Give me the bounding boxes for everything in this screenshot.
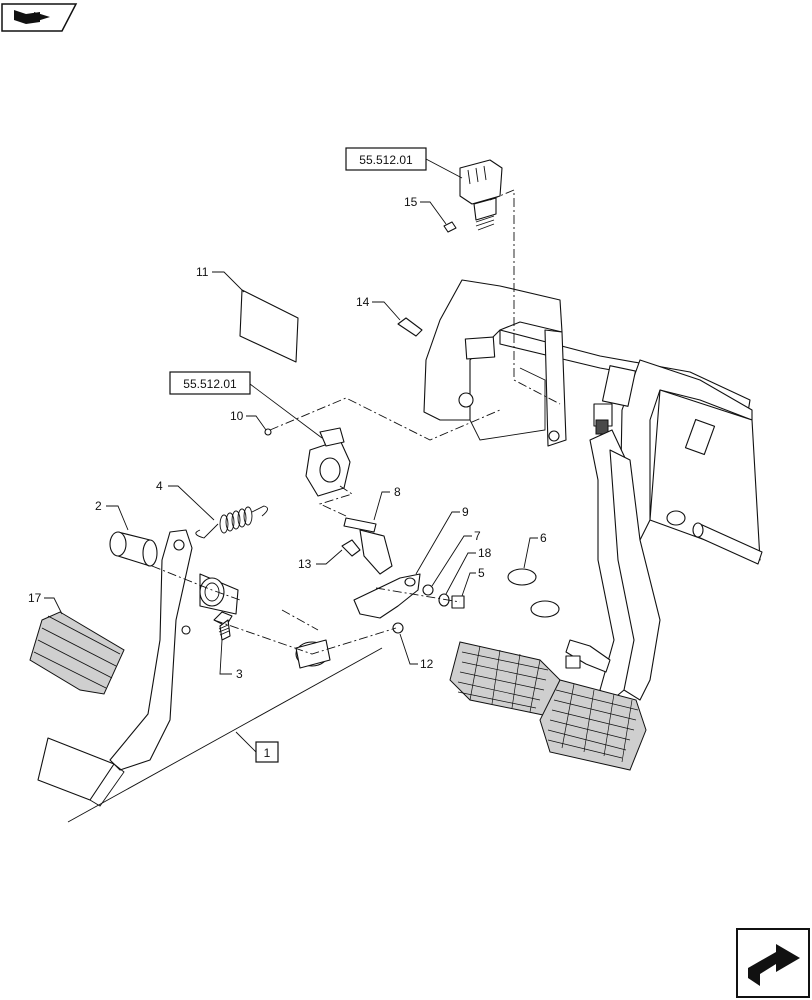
svg-text:13: 13 [298, 557, 312, 571]
callout-8: 8 [373, 485, 401, 521]
link-part-9a [359, 529, 393, 575]
callout-18: 18 [445, 546, 492, 595]
assembly-bracket-line [67, 647, 383, 823]
frame-assembly [423, 279, 763, 701]
pedal-sensor-top [443, 159, 503, 233]
svg-text:3: 3 [236, 667, 243, 681]
clutch-pedal [37, 529, 239, 807]
pin-part-8 [343, 517, 377, 533]
assembly-leader [235, 731, 257, 753]
callout-12: 12 [399, 633, 434, 671]
svg-text:8: 8 [394, 485, 401, 499]
ref-text-top: 55.512.01 [359, 153, 413, 167]
plug-part-6-a [507, 568, 537, 586]
clip-part-12 [392, 622, 404, 634]
bushing-part-2 [109, 531, 158, 567]
callout-9: 9 [415, 505, 469, 575]
book-arrow-icon[interactable] [1, 3, 78, 32]
pedal-pad-part-17 [29, 611, 125, 695]
svg-text:14: 14 [356, 295, 370, 309]
bolt-part-3 [213, 611, 233, 641]
callout-15: 15 [404, 195, 447, 225]
svg-text:10: 10 [230, 409, 244, 423]
plate-part-11 [239, 289, 299, 363]
callout-14: 14 [356, 295, 401, 321]
screw-part-13 [341, 539, 361, 557]
ref-text-middle: 55.512.01 [183, 377, 237, 391]
svg-text:5: 5 [478, 566, 485, 580]
callout-7: 7 [431, 529, 481, 587]
svg-text:9: 9 [462, 505, 469, 519]
callout-17: 17 [28, 591, 63, 615]
ref-box-assembly[interactable]: 1 [255, 741, 279, 763]
ref-text-assembly: 1 [264, 746, 271, 760]
link-part-9b [353, 573, 421, 619]
svg-text:18: 18 [478, 546, 492, 560]
svg-text:2: 2 [95, 499, 102, 513]
brake-pedal-pads [449, 641, 647, 771]
callout-10: 10 [230, 409, 267, 431]
svg-text:17: 17 [28, 591, 42, 605]
next-page-arrow-icon[interactable] [736, 928, 810, 998]
svg-text:6: 6 [540, 531, 547, 545]
svg-text:15: 15 [404, 195, 418, 209]
callout-13: 13 [298, 549, 343, 571]
callout-2: 2 [95, 499, 129, 531]
svg-text:12: 12 [420, 657, 434, 671]
assembly-lines [151, 189, 561, 655]
nut-part-5 [451, 595, 465, 609]
callout-11: 11 [196, 265, 245, 293]
callout-5: 5 [461, 566, 485, 597]
ref-box-top[interactable]: 55.512.01 [345, 147, 463, 179]
pedal-sensor-middle [264, 427, 351, 497]
svg-text:11: 11 [196, 265, 209, 279]
svg-text:4: 4 [156, 479, 163, 493]
svg-text:7: 7 [474, 529, 481, 543]
callout-3: 3 [219, 639, 243, 681]
bolt-part-14 [397, 317, 423, 337]
plug-part-6-b [530, 600, 560, 618]
return-spring-part-4 [195, 505, 268, 539]
callout-6: 6 [523, 531, 547, 569]
ref-box-middle[interactable]: 55.512.01 [169, 371, 323, 439]
washer-part-7 [422, 584, 434, 596]
callout-4: 4 [156, 479, 215, 521]
